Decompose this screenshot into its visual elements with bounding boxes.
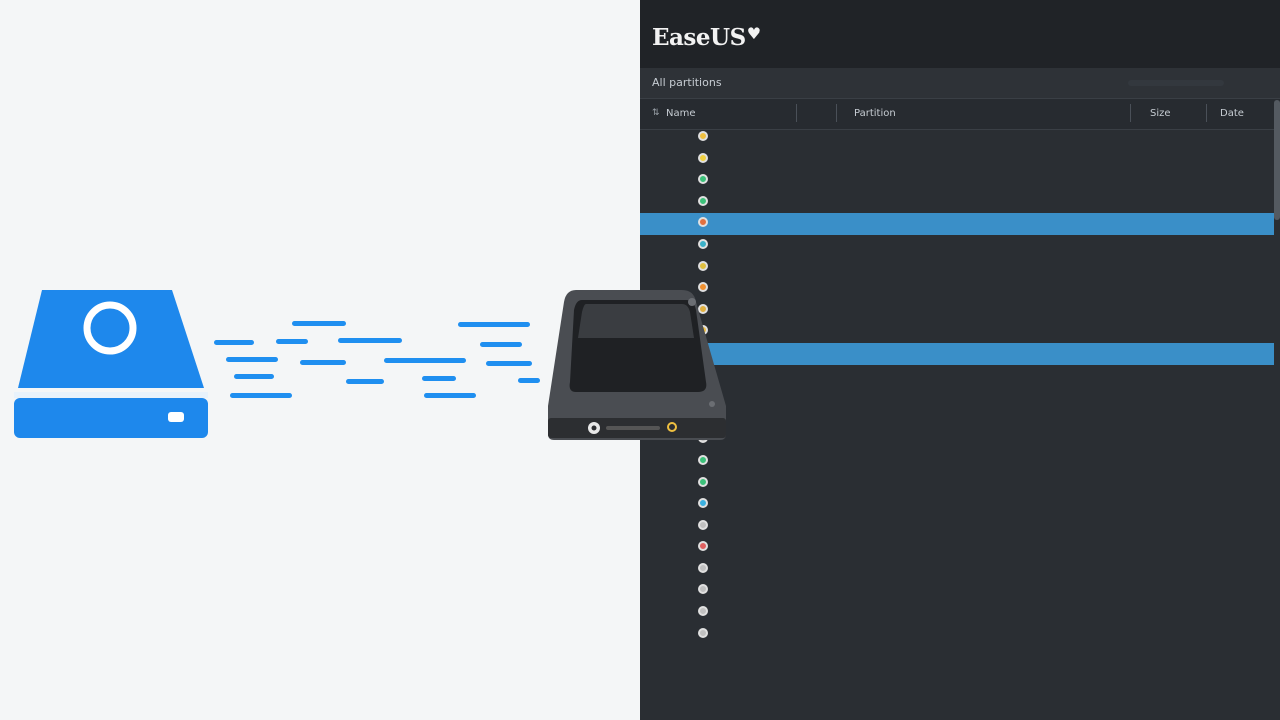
status-icon: [698, 562, 708, 573]
column-header-date[interactable]: Date: [1220, 108, 1244, 119]
table-row[interactable]: [640, 429, 1280, 451]
status-icon: [698, 584, 708, 595]
column-header-name[interactable]: Name: [666, 108, 696, 119]
table-header: ⇅ Name Partition Size Date: [640, 99, 1280, 130]
app-window: EaseUS♥ All partitions ⇅ Name Partition …: [640, 0, 1280, 720]
status-icon: [698, 282, 708, 293]
table-row[interactable]: [640, 213, 1280, 235]
status-icon: [698, 152, 708, 163]
table-row[interactable]: [640, 559, 1280, 581]
table-row[interactable]: [640, 278, 1280, 300]
app-logo: EaseUS♥: [652, 24, 761, 51]
table-row[interactable]: [640, 235, 1280, 257]
table-row[interactable]: [640, 192, 1280, 214]
status-icon: [698, 131, 708, 141]
table-row[interactable]: [640, 516, 1280, 538]
scrollbar-thumb[interactable]: [1274, 100, 1280, 220]
table-row[interactable]: [640, 494, 1280, 516]
table-row[interactable]: [640, 473, 1280, 495]
ssd-drive-gray-icon: [548, 290, 726, 440]
heart-icon: ♥: [746, 24, 761, 43]
table-row[interactable]: [640, 170, 1280, 192]
status-icon: [698, 541, 708, 552]
table-row[interactable]: [640, 386, 1280, 408]
status-icon: [698, 303, 708, 314]
status-icon: [698, 260, 708, 271]
table-row[interactable]: [640, 342, 1280, 365]
column-divider[interactable]: [836, 104, 837, 122]
column-divider[interactable]: [796, 104, 797, 122]
table-row[interactable]: [640, 602, 1280, 624]
file-list: [640, 127, 1280, 645]
status-icon: [698, 454, 708, 465]
migration-illustration: [14, 290, 726, 440]
table-row[interactable]: [640, 451, 1280, 473]
table-row[interactable]: [640, 537, 1280, 559]
status-icon: [698, 519, 708, 530]
column-divider[interactable]: [1206, 104, 1207, 122]
status-icon: [698, 195, 708, 206]
column-header-size[interactable]: Size: [1150, 108, 1171, 119]
vertical-scrollbar[interactable]: [1274, 100, 1280, 660]
toolbar-filter-label[interactable]: All partitions: [652, 76, 722, 89]
table-row[interactable]: [640, 300, 1280, 322]
status-icon: [698, 627, 708, 638]
table-row[interactable]: [640, 624, 1280, 646]
status-icon: [698, 238, 708, 249]
status-icon: [698, 217, 708, 228]
external-drive-blue-icon: [14, 290, 208, 438]
status-icon: [698, 476, 708, 487]
table-row[interactable]: [640, 580, 1280, 602]
table-row[interactable]: [640, 408, 1280, 430]
table-row[interactable]: [640, 149, 1280, 171]
column-header-detail[interactable]: Partition: [854, 108, 896, 119]
status-icon: [698, 174, 708, 185]
table-row[interactable]: [640, 321, 1280, 343]
table-row[interactable]: [640, 257, 1280, 279]
status-icon: [698, 498, 708, 509]
table-row[interactable]: [640, 127, 1280, 149]
toolbar: All partitions: [640, 68, 1280, 99]
toolbar-search-slot[interactable]: [1128, 80, 1224, 86]
app-header: EaseUS♥: [640, 0, 1280, 68]
sort-arrow-icon[interactable]: ⇅: [652, 108, 660, 118]
table-row[interactable]: [640, 365, 1280, 387]
status-icon: [698, 606, 708, 617]
column-divider[interactable]: [1130, 104, 1131, 122]
